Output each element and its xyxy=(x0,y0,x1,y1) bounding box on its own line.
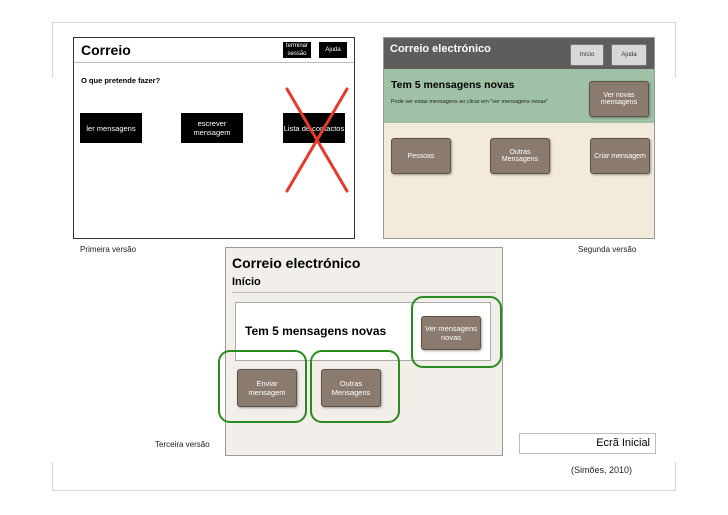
v2-people-button[interactable]: Pessoas xyxy=(391,138,451,174)
v2-other-messages-button[interactable]: Outras Mensagens xyxy=(490,138,550,174)
v3-highlight-send xyxy=(218,350,307,423)
third-version-caption: Terceira versão xyxy=(155,440,210,449)
v3-other-messages-button[interactable]: Outras Mensagens xyxy=(321,369,381,407)
v1-header-divider xyxy=(74,62,354,63)
v3-divider xyxy=(232,292,496,293)
v1-help-button[interactable]: Ajuda xyxy=(319,42,347,58)
v2-app-title: Correio electrónico xyxy=(390,43,491,55)
v1-read-messages-button[interactable]: ler mensagens xyxy=(80,113,142,143)
screen-label: Ecrã Inicial xyxy=(596,437,650,449)
v1-contacts-list-button[interactable]: Lista de contactos xyxy=(283,113,345,143)
v3-highlight-other xyxy=(310,350,400,423)
slide-border-bottom-right xyxy=(675,462,676,491)
v2-header-bar xyxy=(384,38,654,69)
v3-see-new-messages-button[interactable]: Ver mensagens novas xyxy=(421,316,481,350)
v2-create-message-button[interactable]: Criar mensagem xyxy=(590,138,650,174)
v1-end-session-button[interactable]: terminar sessão xyxy=(283,42,311,58)
v3-page-subtitle: Início xyxy=(232,276,261,288)
slide-border-bottom-left xyxy=(52,462,53,491)
second-version-caption: Segunda versão xyxy=(578,245,637,254)
v3-app-title: Correio electrónico xyxy=(232,255,361,271)
v2-banner-title: Tem 5 mensagens novas xyxy=(391,79,515,91)
third-version-screen: Correio electrónico Início Tem 5 mensage… xyxy=(218,247,503,456)
v2-see-new-messages-button[interactable]: Ver novas mensagens xyxy=(589,81,649,117)
red-cross-icon xyxy=(285,87,349,193)
v3-send-message-button[interactable]: Enviar mensagem xyxy=(237,369,297,407)
v2-home-button[interactable]: Início xyxy=(570,44,604,66)
second-version-screen: Correio electrónico Início Ajuda Tem 5 m… xyxy=(383,37,655,239)
v3-highlight-see-new xyxy=(411,296,502,368)
v1-app-title: Correio xyxy=(81,42,131,58)
screen-label-box: Ecrã Inicial xyxy=(519,433,656,454)
v2-banner-subtitle: Pode ver estas mensagens ao clicar em "v… xyxy=(391,99,549,105)
v1-write-message-button[interactable]: escrever mensagem xyxy=(181,113,243,143)
v3-panel-title: Tem 5 mensagens novas xyxy=(245,324,387,338)
v2-help-button[interactable]: Ajuda xyxy=(611,44,647,66)
v1-question: O que pretende fazer? xyxy=(81,76,161,85)
slide-border-right xyxy=(675,22,676,78)
slide-border-bottom xyxy=(52,490,676,491)
slide-border-top xyxy=(52,22,676,23)
first-version-screen: Correio terminar sessão Ajuda O que pret… xyxy=(73,37,355,239)
slide-border-left xyxy=(52,22,53,78)
citation: (Simões, 2010) xyxy=(571,465,633,475)
first-version-caption: Primeira versão xyxy=(80,245,137,254)
